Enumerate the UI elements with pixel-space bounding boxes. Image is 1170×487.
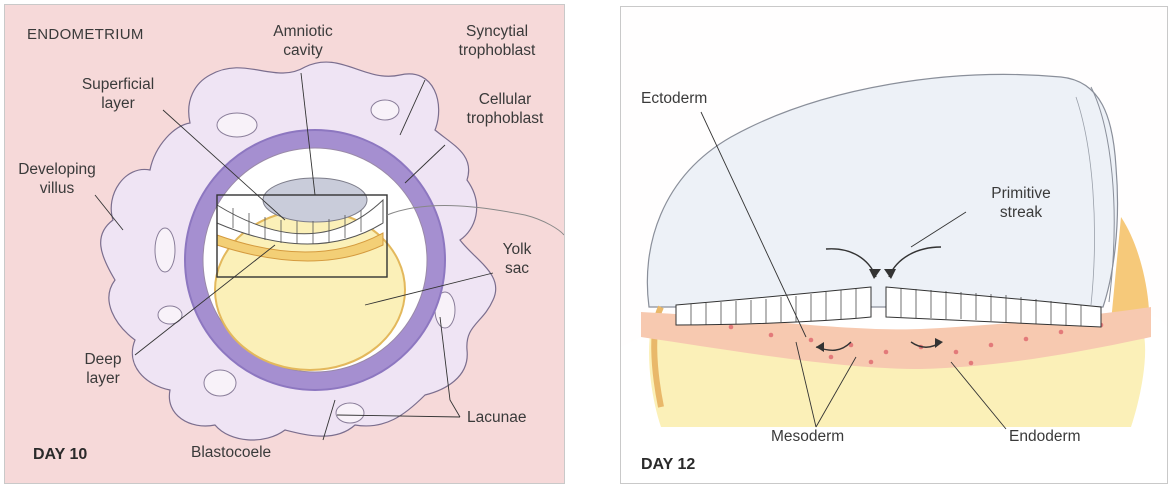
cellular-trophoblast-label: Cellular trophoblast xyxy=(450,90,560,128)
day12-illustration xyxy=(621,7,1167,483)
lacuna xyxy=(155,228,175,272)
primitive-streak-label: Primitive streak xyxy=(966,184,1076,222)
lacuna xyxy=(371,100,399,120)
yolk-sac-text: Yolk sac xyxy=(487,240,547,278)
primitive-streak-text: Primitive streak xyxy=(966,184,1076,222)
lacuna xyxy=(217,113,257,137)
endoderm-label: Endoderm xyxy=(1009,427,1081,446)
syncytial-trophoblast-text: Syncytial trophoblast xyxy=(437,22,557,60)
lacuna xyxy=(336,403,364,423)
deep-layer-label: Deep layer xyxy=(63,350,143,388)
day10-label: DAY 10 xyxy=(33,445,87,464)
cellular-trophoblast-text: Cellular trophoblast xyxy=(450,90,560,128)
amniotic-cavity-text: Amniotic cavity xyxy=(243,22,363,60)
yolk-sac-label: Yolk sac xyxy=(487,240,547,278)
developing-villus-label: Developing villus xyxy=(7,160,107,198)
day10-panel: ENDOMETRIUM Amniotic cavity Syncytial tr… xyxy=(4,4,565,484)
lacunae-label: Lacunae xyxy=(467,408,526,427)
superficial-layer-label: Superficial layer xyxy=(63,75,173,113)
lacuna xyxy=(204,370,236,396)
mesoderm-label: Mesoderm xyxy=(771,427,844,446)
amniotic-cavity-label: Amniotic cavity xyxy=(243,22,363,60)
day12-label: DAY 12 xyxy=(641,455,695,474)
developing-villus-text: Developing villus xyxy=(7,160,107,198)
endometrium-title: ENDOMETRIUM xyxy=(27,25,144,44)
blastocoele-label: Blastocoele xyxy=(191,443,271,462)
day12-panel: Ectoderm Primitive streak Mesoderm Endod… xyxy=(620,6,1168,484)
ectoderm-label: Ectoderm xyxy=(641,89,707,108)
syncytial-trophoblast-label: Syncytial trophoblast xyxy=(437,22,557,60)
superficial-layer-text: Superficial layer xyxy=(63,75,173,113)
amniotic-cavity-shape xyxy=(263,178,367,222)
deep-layer-text: Deep layer xyxy=(63,350,143,388)
